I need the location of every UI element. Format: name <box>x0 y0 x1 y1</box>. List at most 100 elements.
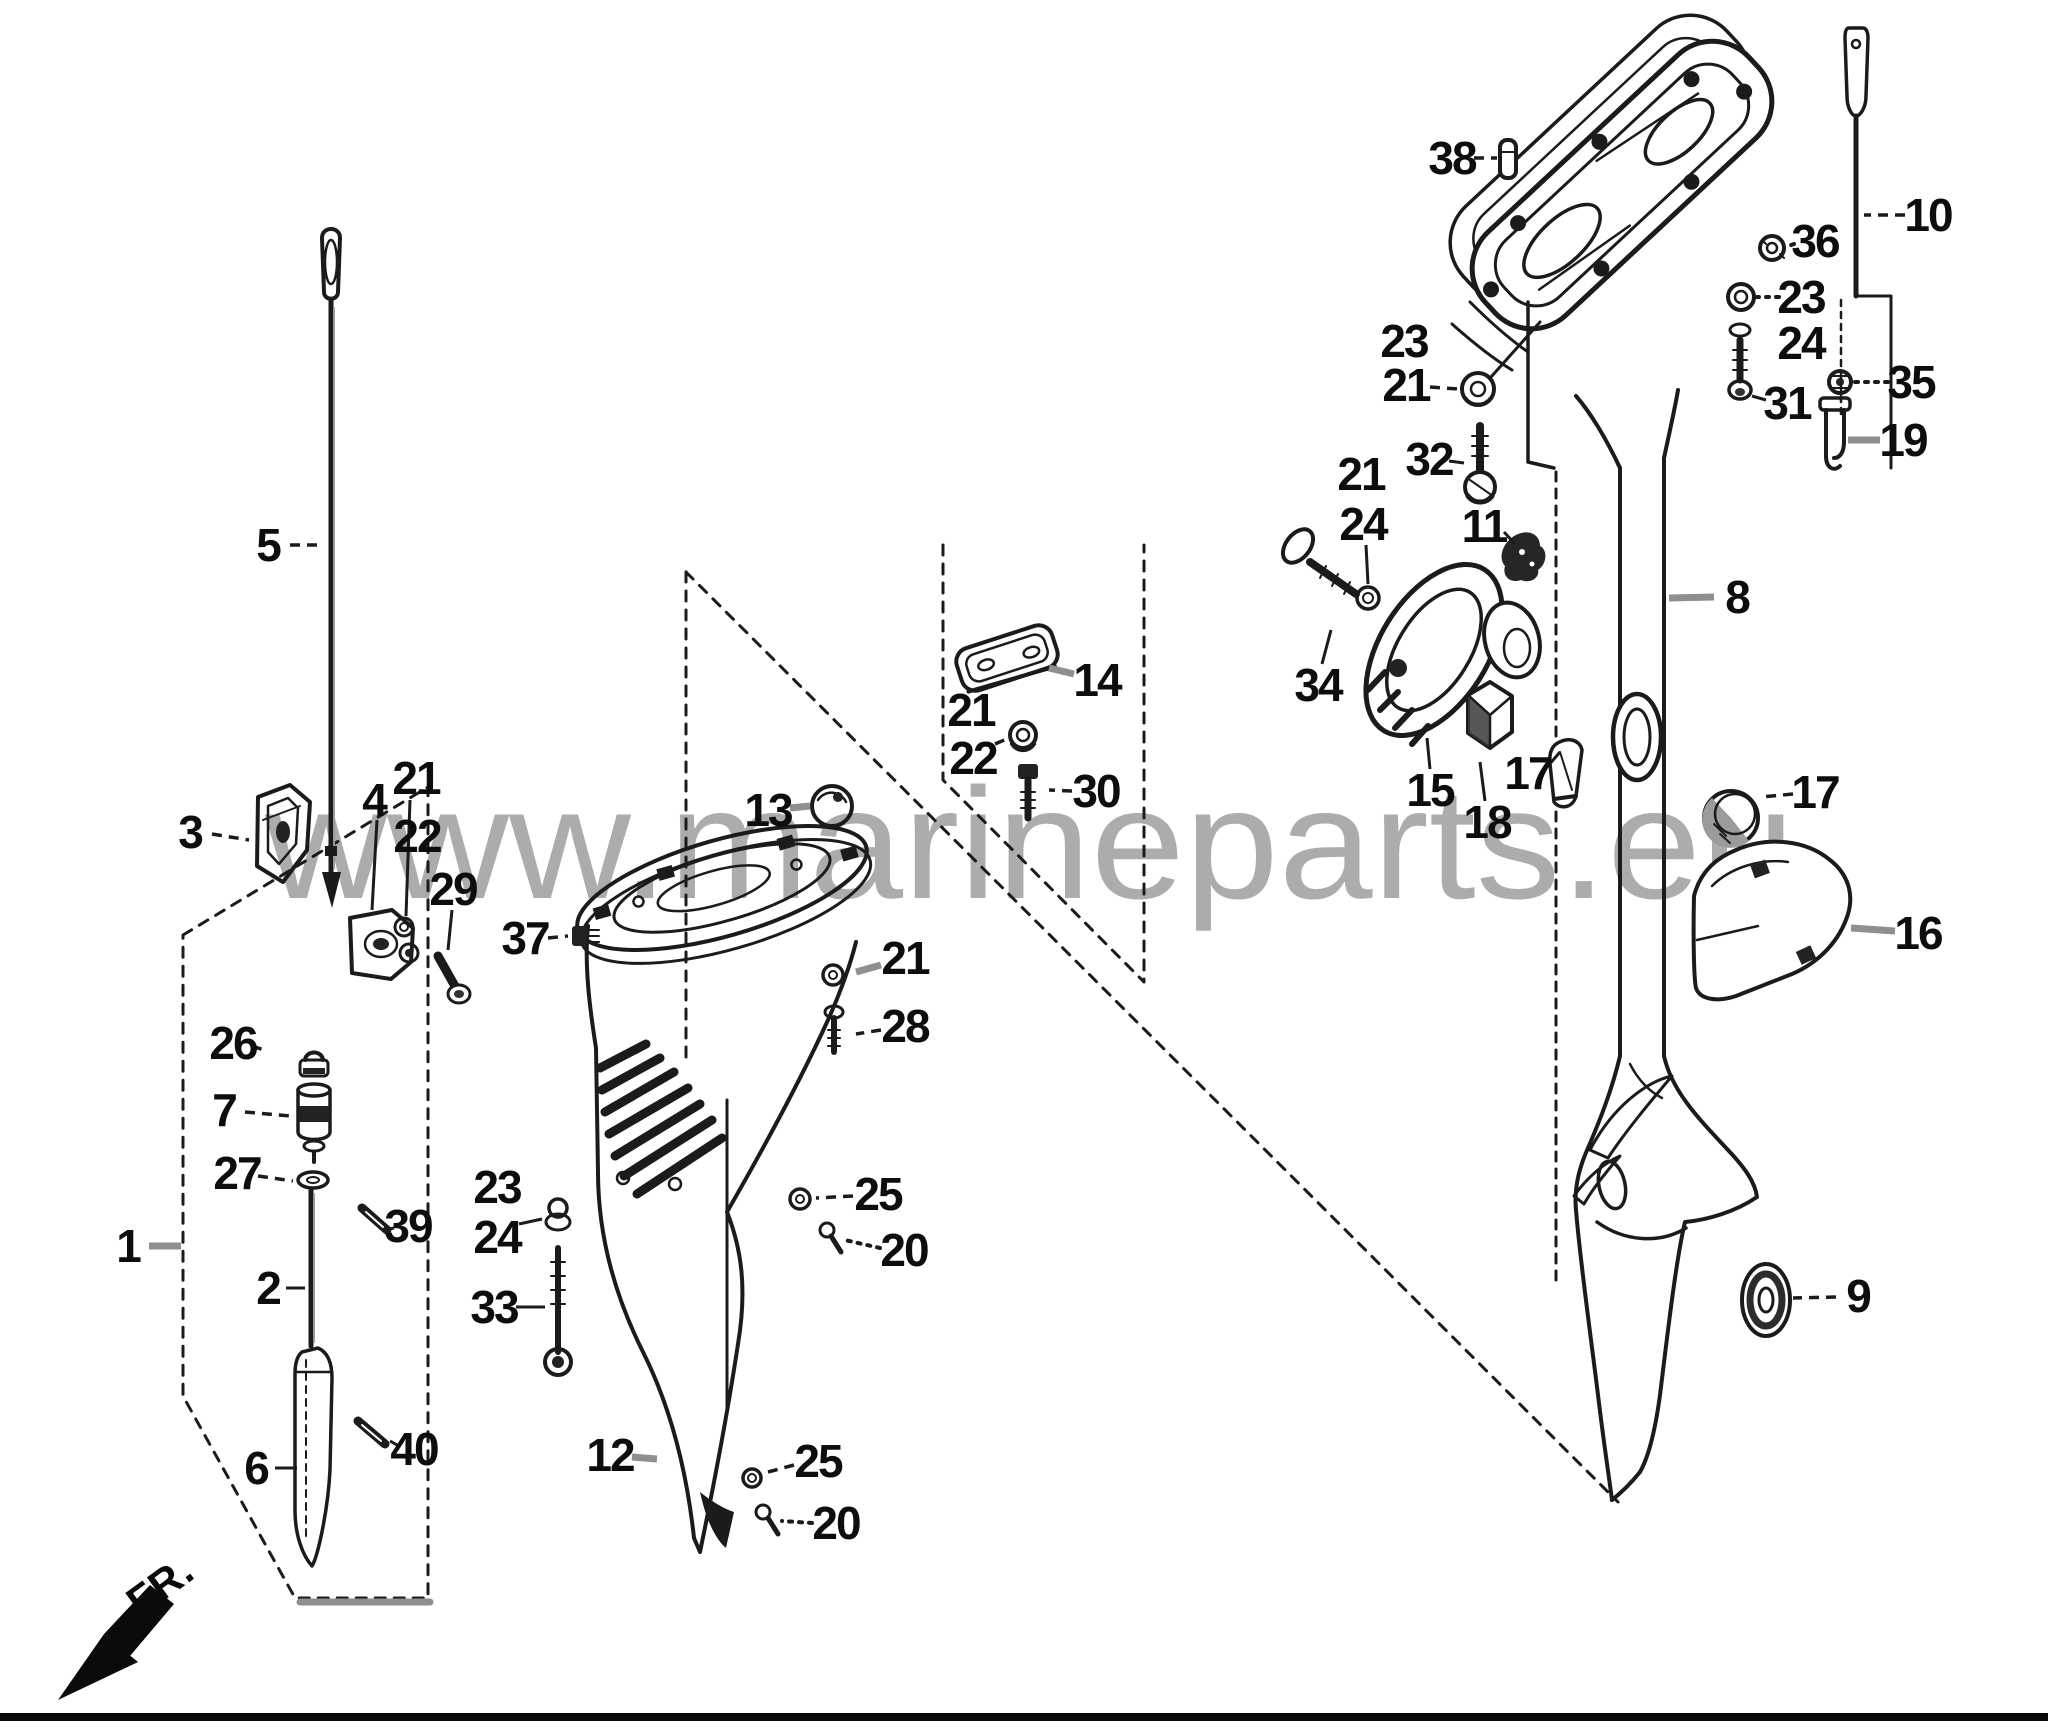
part-33-bolt-drawing <box>543 1245 573 1377</box>
callout-label-part-19: 19 <box>1879 414 1927 466</box>
part-2-rod-drawing <box>308 1187 315 1349</box>
callout-label-part-25: 25 <box>854 1168 903 1220</box>
part-9-grommet-drawing <box>1740 1262 1792 1338</box>
callout-label-part-20: 20 <box>880 1224 928 1276</box>
part-1-enclosure-outline <box>181 785 430 1600</box>
leader-line-part-18 <box>1478 761 1487 802</box>
part-24-washer-drawing-lever <box>1355 585 1381 611</box>
part-12-extension-case-drawing <box>575 824 873 1554</box>
callout-label-part-5: 5 <box>256 519 281 571</box>
page-bottom-border <box>0 1713 2048 1721</box>
part-37-bolt-drawing <box>572 926 600 946</box>
part-25-washer-drawing-upper <box>788 1187 812 1211</box>
leader-line-part-13 <box>789 802 811 812</box>
part-16-cover-drawing <box>1691 839 1853 1002</box>
callout-label-part-24: 24 <box>1339 498 1389 550</box>
callout-label-part-35: 35 <box>1887 356 1936 408</box>
part-23-24-bolt-washer-drawing <box>544 1197 572 1232</box>
part-25-washer-drawing-lower <box>741 1467 763 1489</box>
callout-label-part-15: 15 <box>1406 764 1455 816</box>
callout-label-part-24: 24 <box>1777 317 1827 369</box>
callout-label-part-23: 23 <box>473 1161 521 1213</box>
leader-line-part-15 <box>1425 737 1432 770</box>
callout-label-part-21: 21 <box>947 684 996 736</box>
leader-line-part-21 <box>855 961 882 976</box>
leader-line-part-36 <box>1784 242 1796 249</box>
callout-label-part-1: 1 <box>116 1220 141 1272</box>
part-32-bolt-drawing <box>1463 422 1497 505</box>
leader-line-part-3 <box>211 832 250 842</box>
swivel-case-assembly-drawing <box>1280 13 1893 1502</box>
part-22-nut-drawing-case <box>1008 720 1038 752</box>
callout-label-part-22: 22 <box>949 732 997 784</box>
callout-label-part-25: 25 <box>794 1435 843 1487</box>
callout-label-part-31: 31 <box>1763 377 1812 429</box>
part-24-washer-drawing-right <box>1728 322 1752 338</box>
callout-label-part-20: 20 <box>812 1497 860 1549</box>
callout-label-part-6: 6 <box>244 1442 268 1494</box>
part-6-tube-drawing <box>293 1346 334 1568</box>
leader-line-part-12 <box>631 1453 658 1463</box>
callout-label-part-27: 27 <box>213 1147 261 1199</box>
callout-label-part-14: 14 <box>1073 654 1123 706</box>
part-38-bushing-drawing <box>1498 138 1518 180</box>
callout-label-part-32: 32 <box>1405 433 1453 485</box>
callout-label-part-21: 21 <box>1337 448 1386 500</box>
callout-label-part-23: 23 <box>1380 315 1428 367</box>
callout-label-part-21: 21 <box>881 932 930 984</box>
part-8-case-body-drawing <box>1450 300 1759 1502</box>
part-17-bushing-drawing <box>1482 600 1542 680</box>
leader-line-part-24 <box>1364 544 1370 585</box>
part-11-rubber-drawing <box>1501 532 1546 582</box>
callout-label-part-36: 36 <box>1791 215 1839 267</box>
callout-label-part-4: 4 <box>362 774 388 826</box>
leader-line-part-31 <box>1751 394 1767 402</box>
callout-label-part-8: 8 <box>1725 571 1750 623</box>
callout-label-part-12: 12 <box>586 1429 634 1481</box>
part-20-screw-drawing-upper <box>818 1221 844 1255</box>
extension-case-assembly-drawing <box>543 543 1620 1554</box>
case-cooling-fins <box>595 1039 727 1199</box>
part-28-bolt-drawing <box>823 1004 845 1055</box>
callout-label-part-9: 9 <box>1846 1270 1870 1322</box>
leader-line-part-39 <box>383 1226 395 1232</box>
callout-label-part-28: 28 <box>881 1000 930 1052</box>
callout-label-part-34: 34 <box>1294 659 1344 711</box>
callout-label-part-16: 16 <box>1894 907 1942 959</box>
part-26-cap-drawing <box>298 1050 330 1078</box>
callout-label-part-38: 38 <box>1428 132 1477 184</box>
leader-line-part-16 <box>1850 924 1896 935</box>
part-22-nut-drawing <box>398 942 420 964</box>
leader-line-part-40 <box>389 1439 400 1448</box>
leader-line-part-27 <box>257 1174 294 1183</box>
part-31-bolt-drawing <box>1727 336 1753 401</box>
leader-line-part-20 <box>843 1238 882 1250</box>
callout-label-part-17: 17 <box>1504 747 1552 799</box>
callout-label-part-13: 13 <box>744 784 792 836</box>
leader-line-part-29 <box>446 909 454 951</box>
callout-label-part-10: 10 <box>1904 189 1952 241</box>
part-23-washer-drawing-right <box>1726 282 1756 312</box>
part-39-pin-drawing <box>357 1203 392 1235</box>
callout-label-part-39: 39 <box>384 1200 432 1252</box>
callout-label-part-37: 37 <box>501 912 549 964</box>
leader-line-part-9 <box>1792 1295 1837 1300</box>
callout-label-part-3: 3 <box>178 806 202 858</box>
part-21-23-nut-drawing <box>1460 320 1542 407</box>
part-17-thrust-plate-drawing <box>1548 738 1584 809</box>
leader-line-part-17 <box>1546 751 1562 767</box>
leader-line-part-28 <box>855 1028 882 1036</box>
part-20-screw-drawing-lower <box>754 1503 781 1537</box>
part-27-washer-drawing <box>296 1170 330 1190</box>
callout-label-part-22: 22 <box>393 810 441 862</box>
leader-line-part-11 <box>1502 530 1517 546</box>
part-21-washer-drawing <box>393 916 415 938</box>
callout-label-part-7: 7 <box>212 1084 236 1136</box>
leader-line-part-37 <box>547 934 569 940</box>
leader-line-part-21 <box>1429 385 1459 391</box>
callout-label-part-26: 26 <box>209 1017 257 1069</box>
leader-line-part-24 <box>518 1217 543 1226</box>
part-19-clip-drawing <box>1818 396 1852 471</box>
callout-label-part-2: 2 <box>256 1262 280 1314</box>
